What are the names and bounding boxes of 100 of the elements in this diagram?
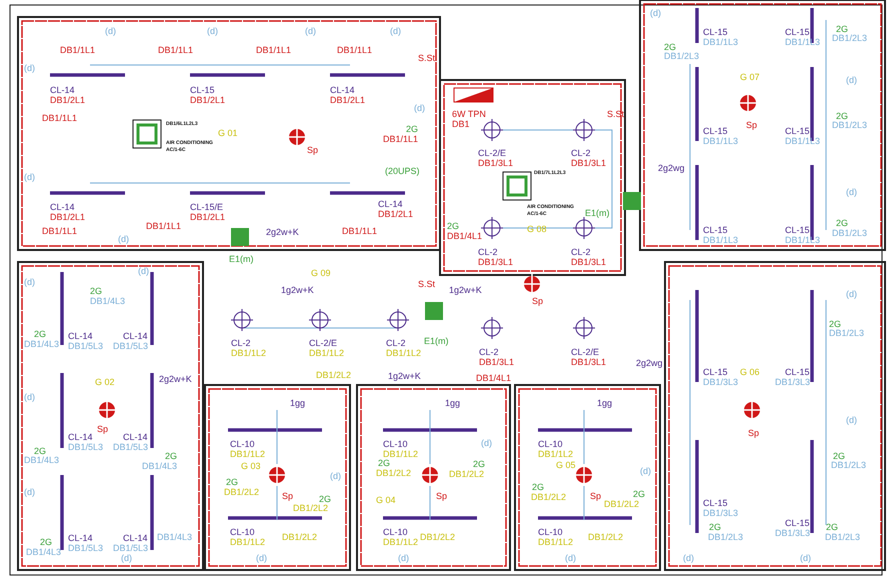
socket-label: 2G: [836, 24, 848, 34]
data-outlet-label: (d): [105, 26, 116, 36]
data-outlet-label: (d): [305, 26, 316, 36]
circuit-label: DB1/2L2: [376, 468, 412, 478]
room-number: G 09: [311, 268, 331, 278]
circuit-label: DB1/2L3: [832, 228, 868, 238]
room-number: G 03: [241, 461, 261, 471]
fixture-type-label: CL-15/E: [190, 202, 224, 212]
circuit-label: DB1/1L2: [538, 537, 574, 547]
circuit-label: DB1/2L1: [50, 212, 86, 222]
circuit-label: DB1/2L3: [832, 120, 868, 130]
circuit-label: DB1/1L2: [230, 449, 266, 459]
switch-label: 1gg: [445, 398, 460, 408]
fixture-type-label: CL-14: [68, 533, 93, 543]
circuit-label: DB1/3L3: [703, 377, 738, 387]
circuit-label: DB1/1L2: [309, 348, 344, 358]
device-label: Sp: [436, 491, 448, 501]
circuit-label: DB1/2L3: [825, 532, 860, 542]
circuit-label: DB1/2L3: [831, 460, 866, 470]
circuit-label: DB1/2L1: [50, 95, 86, 105]
fixture-type-label: CL-14: [378, 199, 403, 209]
circuit-label: DB1/3L1: [478, 158, 514, 168]
data-outlet-label: (d): [398, 553, 409, 563]
circuit-label: DB1/2L3: [708, 532, 744, 542]
fixture-type-label: CL-2: [478, 247, 498, 257]
fixture-type-label: CL-14: [50, 85, 75, 95]
switch-label: 1g2w+K: [449, 285, 482, 295]
circuit-label: DB1/1L2: [383, 449, 418, 459]
socket-label: 2G: [836, 111, 848, 121]
circuit-label: DB1/5L3: [68, 341, 104, 351]
socket-label: 2G: [833, 451, 846, 461]
socket-label: 2G: [447, 221, 460, 231]
fixture-type-label: CL-2: [386, 338, 406, 348]
socket-label: 2G: [633, 489, 646, 499]
fixture-type-label: CL-15: [703, 498, 728, 508]
device-label: Sp: [746, 120, 758, 130]
device-label: Sp: [307, 145, 318, 155]
fixture-type-label: CL-10: [230, 527, 255, 537]
data-outlet-label: (d): [207, 26, 218, 36]
circuit-label: DB1/5L3: [113, 341, 148, 351]
circuit-label: DB1/2L1: [190, 95, 226, 105]
circuit-label: DB1/1L1: [42, 226, 78, 236]
circuit-label: DB1/2L2: [282, 532, 318, 542]
fixture-type-label: CL-2/E: [478, 148, 506, 158]
fixture-type-label: CL-2: [571, 148, 591, 158]
exit-sign-label: E1(m): [424, 336, 448, 346]
panel-label: DB1: [452, 119, 470, 129]
fixture-type-label: CL-2/E: [309, 338, 338, 348]
fixture-type-label: CL-15: [785, 367, 810, 377]
socket-label: 2G: [226, 477, 238, 487]
circuit-label: DB1/2L3: [664, 51, 700, 61]
circuit-label: DB1/1L1: [158, 45, 194, 55]
circuit-label: DB1/1L2: [383, 537, 418, 547]
data-outlet-label: (d): [683, 553, 694, 563]
fixture-type-label: CL-14: [330, 85, 355, 95]
circuit-label: DB1/1L2: [538, 449, 574, 459]
circuit-label: DB1/2L2: [420, 532, 456, 542]
fixture-type-label: CL-15: [190, 85, 215, 95]
fixture-type-label: CL-10: [538, 439, 563, 449]
fixture-type-label: CL-10: [383, 527, 408, 537]
fixture-type-label: CL-15: [703, 27, 728, 37]
socket-label: 2G: [165, 451, 178, 461]
circuit-label: DB1/4L3: [157, 532, 192, 542]
socket-label: 2G: [378, 458, 390, 468]
room-number: G 01: [218, 128, 238, 138]
data-outlet-label: (d): [138, 266, 149, 276]
fixture-type-label: CL-15: [703, 126, 728, 136]
device-label: S.St: [607, 109, 624, 119]
circuit-label: DB1/1L3: [703, 136, 738, 146]
socket-label: 2G: [40, 537, 52, 547]
socket-label: 2G: [406, 124, 418, 134]
switch-label: 1g2w+K: [281, 285, 314, 295]
socket-label: 2G: [473, 459, 486, 469]
device-label: S.St: [418, 53, 436, 63]
circuit-label: DB1/2L2: [449, 469, 484, 479]
switch-label: 1gg: [597, 398, 612, 408]
fixture-type-label: CL-2: [571, 247, 591, 257]
exit-sign-label: E1(m): [229, 254, 254, 264]
device-label: Sp: [748, 428, 760, 438]
socket-label: 2G: [826, 522, 838, 532]
circuit-label: DB1/3L1: [479, 357, 514, 367]
circuit-label: DB1/2L2: [531, 492, 566, 502]
switch-label: 1g2w+K: [388, 371, 421, 381]
circuit-label: DB1/4L1: [476, 373, 512, 383]
circuit-label: DB1/2L1: [378, 209, 414, 219]
circuit-label: DB1/1L3: [785, 136, 820, 146]
circuit-label: DB1/5L3: [113, 543, 148, 553]
data-outlet-label: (d): [414, 103, 425, 113]
device-label: Sp: [282, 491, 294, 501]
panel-label: 6W TPN: [452, 109, 486, 119]
room-number: G 05: [556, 460, 576, 470]
fixture-type-label: CL-15: [785, 225, 810, 235]
circuit-label: DB1/1L2: [230, 537, 266, 547]
circuit-label: DB1/1L1: [383, 134, 418, 144]
data-outlet-label: (d): [565, 553, 576, 563]
circuit-label: DB1/1L3: [785, 37, 820, 47]
switch-label: 1gg: [290, 398, 306, 408]
socket-label: 2G: [319, 494, 332, 504]
data-outlet-label: (d): [24, 172, 35, 182]
fixture-type-label: CL-2: [479, 347, 499, 357]
